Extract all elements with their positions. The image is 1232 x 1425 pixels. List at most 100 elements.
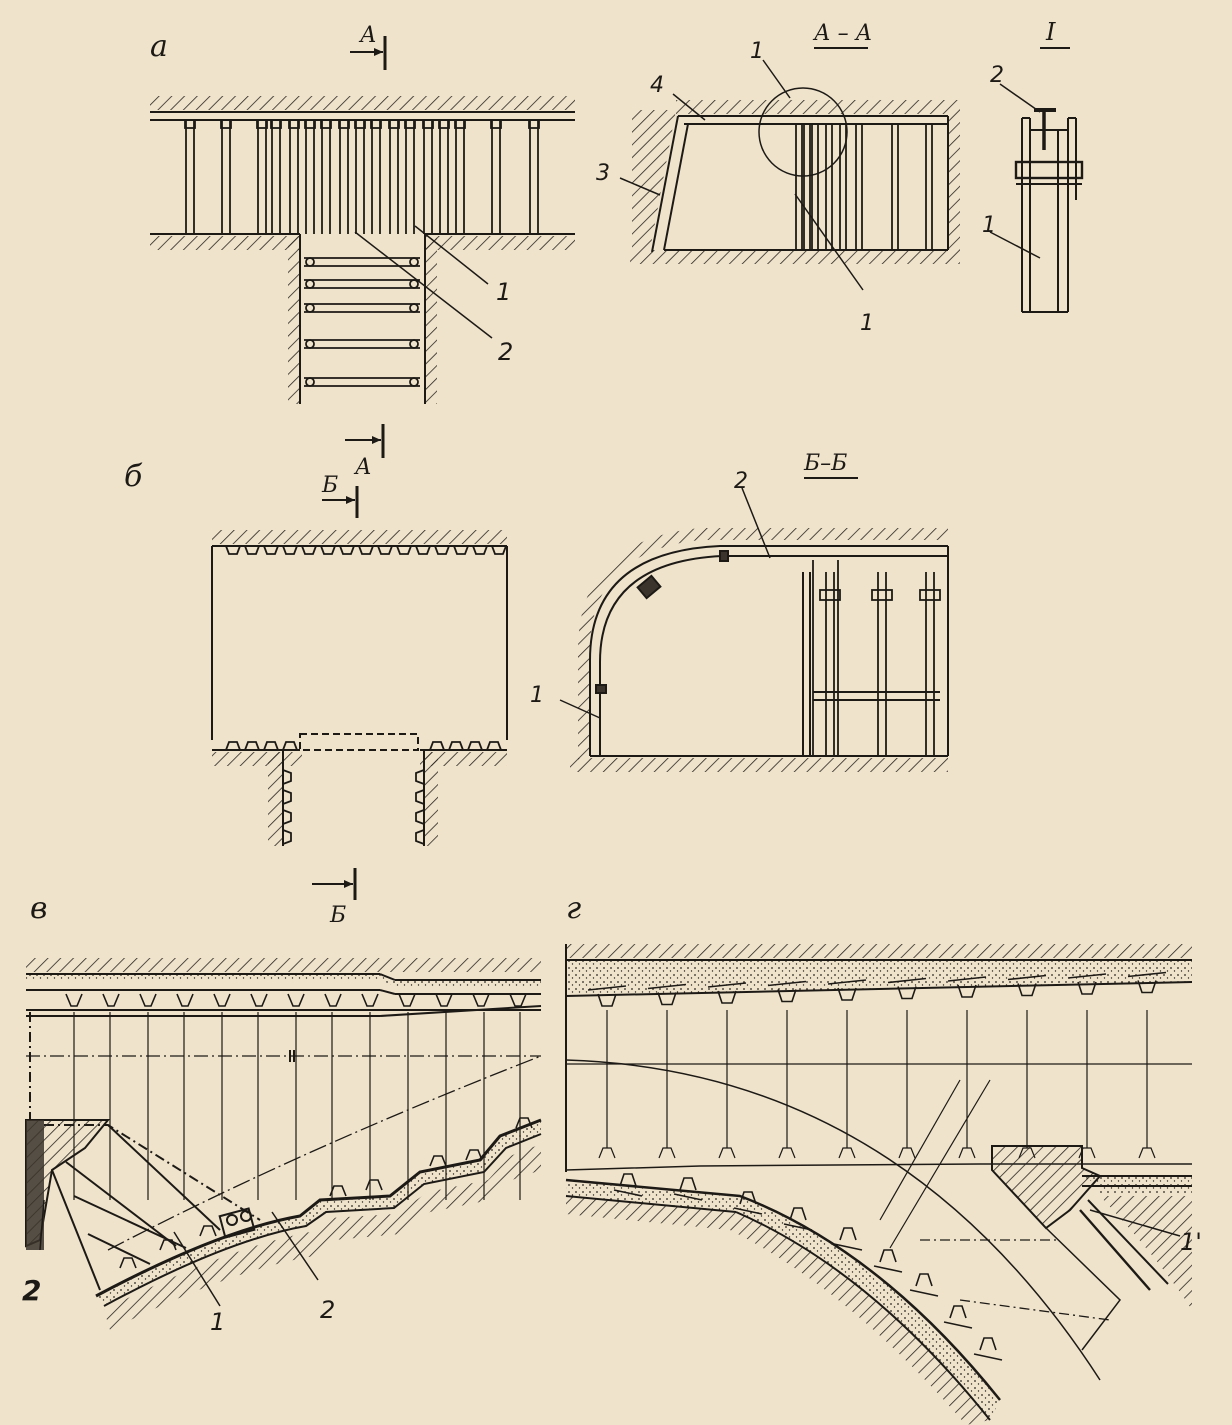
arch-tooth — [598, 1147, 616, 1159]
arch-tooth — [415, 769, 425, 785]
arch-tooth — [657, 992, 677, 1006]
arch-segment — [1127, 971, 1167, 978]
arch-tooth — [415, 809, 425, 825]
section-b-top-label: Б — [321, 473, 338, 498]
arch-tooth — [839, 1227, 857, 1241]
detail-i — [989, 83, 1084, 313]
rung-end — [409, 303, 419, 313]
arch-tooth — [453, 545, 469, 555]
arch-tooth — [282, 769, 292, 785]
arch-tooth — [789, 1207, 807, 1221]
arch-tooth — [176, 993, 194, 1007]
arch-tooth — [213, 993, 231, 1007]
arch-tooth — [398, 993, 416, 1007]
panel-b-letter: б — [124, 459, 143, 494]
arch-tooth — [329, 1185, 347, 1197]
arch-tooth — [282, 741, 298, 751]
arch-segment — [673, 1193, 703, 1201]
arch-tooth — [324, 993, 342, 1007]
arch-segment — [827, 979, 867, 985]
panel-bb — [559, 487, 949, 772]
arch-tooth — [102, 993, 120, 1007]
frame-cap — [288, 119, 300, 129]
rung-end — [305, 257, 315, 267]
rung-end — [305, 303, 315, 313]
arch-tooth — [879, 1249, 897, 1263]
panel-aa — [619, 59, 960, 291]
rung-end — [409, 339, 419, 349]
arch-segment — [1007, 974, 1047, 981]
arch-segment — [613, 1189, 643, 1197]
panel-g — [565, 944, 1193, 1425]
arch-tooth — [979, 1337, 997, 1351]
arch-segment — [973, 1353, 1003, 1361]
frame-cap — [338, 119, 350, 129]
arch-segment — [647, 983, 687, 990]
panel-a-callout-1: 1 — [496, 278, 511, 306]
arch-segment — [733, 1207, 763, 1215]
arch-segment — [909, 1289, 939, 1297]
prop-clamp — [871, 589, 893, 601]
detail-callout-2: 2 — [990, 63, 1004, 88]
arch-tooth — [339, 545, 355, 555]
arch-tooth — [838, 1147, 856, 1159]
panel-v-side-mark: 2 — [22, 1274, 41, 1307]
arch-tooth — [1138, 1147, 1156, 1159]
arch-tooth — [65, 993, 83, 1007]
prop-clamp — [919, 589, 941, 601]
panel-v-letter: в — [30, 891, 47, 926]
section-aa-title: А – А — [812, 21, 872, 46]
arch-tooth — [159, 1239, 177, 1251]
frame-cap — [220, 119, 232, 129]
panel-v — [25, 958, 542, 1330]
rung-end — [305, 339, 315, 349]
frame-cap — [270, 119, 282, 129]
arch-tooth — [509, 993, 527, 1007]
panel-a-letter: а — [150, 29, 168, 64]
arch-tooth — [244, 545, 260, 555]
arch-tooth — [287, 993, 305, 1007]
arch-tooth — [301, 545, 317, 555]
frame-cap — [438, 119, 450, 129]
arch-tooth — [377, 545, 393, 555]
arch-tooth — [365, 1179, 383, 1191]
rung-end — [305, 279, 315, 289]
arch-tooth — [434, 545, 450, 555]
rung-end — [409, 279, 419, 289]
arch-tooth — [244, 741, 260, 751]
arch-tooth — [718, 1147, 736, 1159]
arch-segment — [783, 1223, 813, 1231]
arch-segment — [587, 985, 627, 991]
arch-tooth — [658, 1147, 676, 1159]
arch-tooth — [515, 1117, 533, 1129]
arch-tooth — [467, 741, 483, 751]
arch-tooth — [282, 789, 292, 805]
frame-cap — [184, 119, 196, 129]
panel-a-callout-2: 2 — [498, 338, 513, 366]
arch-tooth — [619, 1173, 637, 1187]
panel-g-letter: г — [566, 891, 581, 926]
panel-aa-callout-3: 3 — [596, 161, 610, 186]
prop-clamp — [819, 589, 841, 601]
panel-a — [150, 36, 575, 458]
arch-tooth — [415, 829, 425, 845]
arch-segment — [943, 1321, 973, 1329]
section-b-bottom-label: Б — [329, 903, 346, 928]
section-bb-title: Б–Б — [803, 451, 847, 476]
frame-cap — [422, 119, 434, 129]
arch-tooth — [897, 986, 917, 1000]
arch-tooth — [282, 829, 292, 845]
arch-tooth — [435, 993, 453, 1007]
frame-cap — [490, 119, 502, 129]
arch-tooth — [739, 1191, 757, 1205]
frame-cap — [528, 119, 540, 129]
arch-tooth — [957, 984, 977, 998]
frame-cap — [256, 119, 268, 129]
arch-tooth — [778, 1147, 796, 1159]
panel-aa-callout-1-top: 1 — [750, 39, 764, 64]
arch-tooth — [225, 741, 241, 751]
arch-segment — [707, 982, 747, 988]
detail-title: I — [1045, 18, 1056, 46]
arch-tooth — [1017, 983, 1037, 997]
panel-aa-callout-1-bottom: 1 — [860, 311, 874, 336]
